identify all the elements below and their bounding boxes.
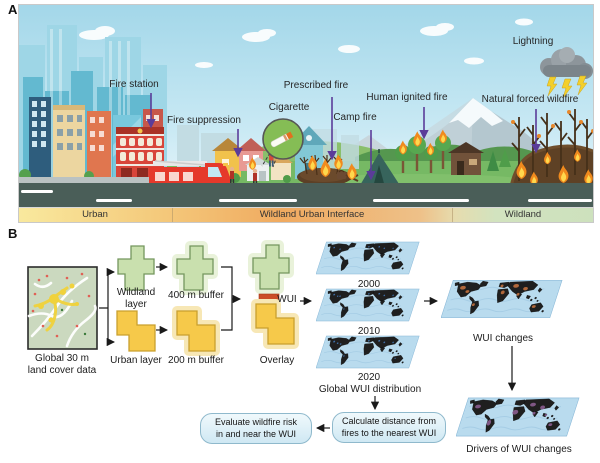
fire-station-building	[116, 127, 164, 183]
label-buffer-400: 400 m buffer	[168, 290, 224, 301]
evaluate-box: Evaluate wildfire risk in and near the W…	[200, 413, 312, 444]
overlay-shapes	[243, 239, 307, 354]
map-2000	[315, 239, 420, 282]
clouds	[79, 18, 533, 68]
label-fire-station: Fire station	[109, 79, 159, 90]
panel-a-illustration	[18, 4, 594, 207]
label-wui-changes: WUI changes	[472, 333, 534, 344]
panel-b-letter: B	[8, 226, 18, 241]
panel-a-letter: A	[8, 2, 18, 17]
urban-layer-shape	[116, 310, 156, 357]
label-wui: WUI	[277, 294, 297, 305]
label-camp-fire: Camp fire	[333, 112, 377, 123]
scene-svg	[19, 5, 593, 207]
storm-cloud	[540, 47, 593, 79]
label-prescribed-fire: Prescribed fire	[283, 80, 349, 91]
wildland-layer-shape	[117, 245, 155, 296]
cigarette-magnifier	[261, 118, 304, 168]
label-urban-layer: Urban layer	[110, 355, 162, 366]
zone-bar: Urban Wildland Urban Interface Wildland	[18, 207, 594, 223]
label-year-2000: 2000	[357, 279, 381, 290]
label-drivers: Drivers of WUI changes	[466, 444, 572, 455]
label-buffer-200: 200 m buffer	[168, 355, 224, 366]
label-cigarette: Cigarette	[268, 102, 310, 113]
cabin	[448, 142, 511, 175]
label-global-wui-distribution: Global WUI distribution	[318, 384, 422, 395]
label-year-2010: 2010	[357, 326, 381, 337]
label-natural-forced-wildfire: Natural forced wildfire	[481, 94, 579, 105]
zone-divider-1	[172, 208, 173, 222]
map-wui-changes	[440, 275, 563, 328]
label-human-ignited-fire: Human ignited fire	[366, 92, 448, 103]
buffer-200-shape	[171, 305, 221, 362]
buffer-400-shape	[171, 240, 219, 301]
burned-area	[509, 109, 593, 188]
lightning-bolts	[546, 75, 588, 99]
label-land-cover: Global 30 m land cover data	[27, 353, 97, 376]
label-year-2020: 2020	[357, 372, 381, 383]
label-fire-suppression: Fire suppression	[167, 115, 241, 126]
zone-urban: Urban	[82, 209, 108, 220]
map-2020	[315, 333, 420, 376]
label-overlay: Overlay	[259, 355, 295, 366]
road	[19, 183, 593, 207]
prescribed-fire-patch	[297, 154, 351, 186]
sidewalk	[19, 177, 231, 183]
zone-wui: Wildland Urban Interface	[259, 209, 365, 220]
map-drivers	[455, 393, 580, 446]
zone-wildland: Wildland	[504, 209, 542, 220]
label-lightning: Lightning	[512, 36, 554, 47]
calculate-box: Calculate distance from fires to the nea…	[332, 412, 446, 443]
zone-divider-2	[452, 208, 453, 222]
map-2010	[315, 286, 420, 329]
land-cover-map	[27, 266, 98, 355]
burning-trees	[395, 129, 463, 173]
label-pointer-lines	[146, 93, 541, 181]
label-wildland-layer: Wildland layer	[116, 287, 156, 310]
